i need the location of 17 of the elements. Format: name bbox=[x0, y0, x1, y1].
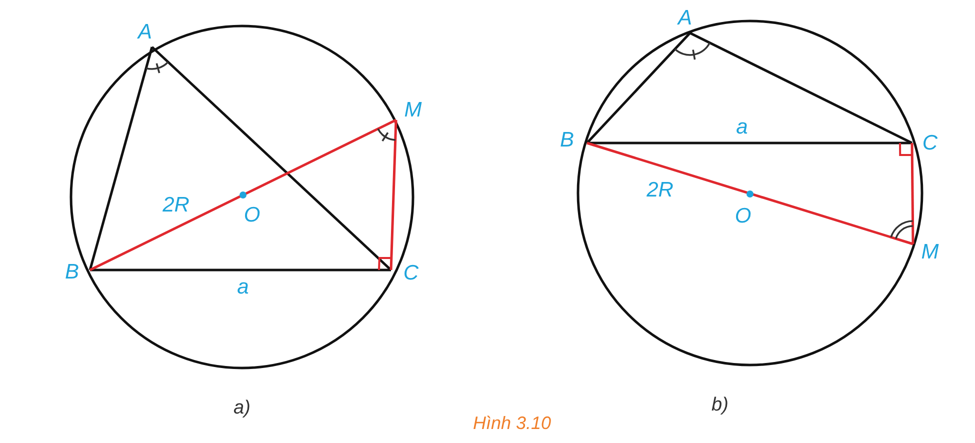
point-label: B bbox=[560, 130, 574, 150]
point-label: O bbox=[734, 206, 752, 226]
point-label: M bbox=[921, 242, 939, 262]
figure-caption: Hình 3.10 bbox=[472, 414, 552, 432]
point-label: C bbox=[403, 262, 419, 284]
point-label: A bbox=[138, 22, 152, 42]
figure-label: b) bbox=[712, 396, 728, 414]
segment-label: 2R bbox=[162, 194, 190, 216]
figure-label: a) bbox=[234, 398, 250, 418]
segment-label: 2R bbox=[646, 180, 674, 200]
segment-label: a bbox=[237, 276, 249, 298]
point-label: C bbox=[922, 132, 938, 154]
point-label: A bbox=[678, 8, 692, 28]
point-label: O bbox=[244, 204, 260, 226]
segment-label: a bbox=[736, 116, 748, 138]
point-label: M bbox=[404, 100, 422, 120]
point-label: B bbox=[65, 262, 79, 282]
